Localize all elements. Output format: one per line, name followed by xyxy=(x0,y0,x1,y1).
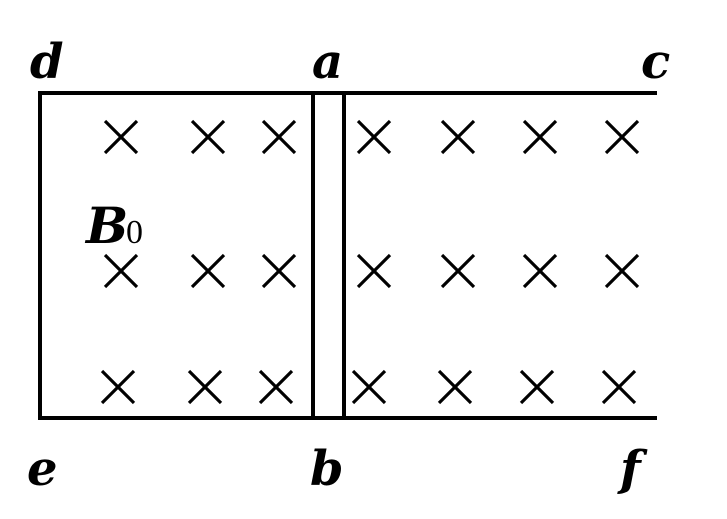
label-b: b xyxy=(310,441,344,497)
label-c: c xyxy=(641,34,670,90)
field-cross-icon xyxy=(351,369,387,405)
field-cross-icon xyxy=(261,253,297,289)
field-subscript-0: 0 xyxy=(126,214,143,251)
field-cross-icon xyxy=(356,253,392,289)
field-cross-icon xyxy=(601,369,637,405)
field-cross-icon xyxy=(258,369,294,405)
field-cross-icon xyxy=(261,119,297,155)
field-cross-icon xyxy=(103,119,139,155)
field-label-B0: B 0 xyxy=(84,196,143,255)
field-cross-icon xyxy=(522,253,558,289)
label-f: f xyxy=(617,441,648,497)
field-cross-icon xyxy=(440,119,476,155)
field-cross-icon xyxy=(437,369,473,405)
label-e: e xyxy=(27,441,58,497)
magnetic-field-crosses xyxy=(100,119,640,405)
field-symbol-B: B xyxy=(84,196,128,255)
label-a: a xyxy=(312,34,343,90)
field-cross-icon xyxy=(187,369,223,405)
field-cross-icon xyxy=(103,253,139,289)
field-cross-icon xyxy=(100,369,136,405)
label-d: d xyxy=(30,34,64,90)
field-cross-icon xyxy=(190,253,226,289)
circuit-frame xyxy=(38,91,657,420)
field-cross-icon xyxy=(440,253,476,289)
field-cross-icon xyxy=(604,119,640,155)
field-cross-icon xyxy=(604,253,640,289)
field-cross-icon xyxy=(519,369,555,405)
field-cross-icon xyxy=(190,119,226,155)
conducting-bar-ab xyxy=(311,93,346,418)
field-cross-icon xyxy=(356,119,392,155)
field-cross-icon xyxy=(522,119,558,155)
